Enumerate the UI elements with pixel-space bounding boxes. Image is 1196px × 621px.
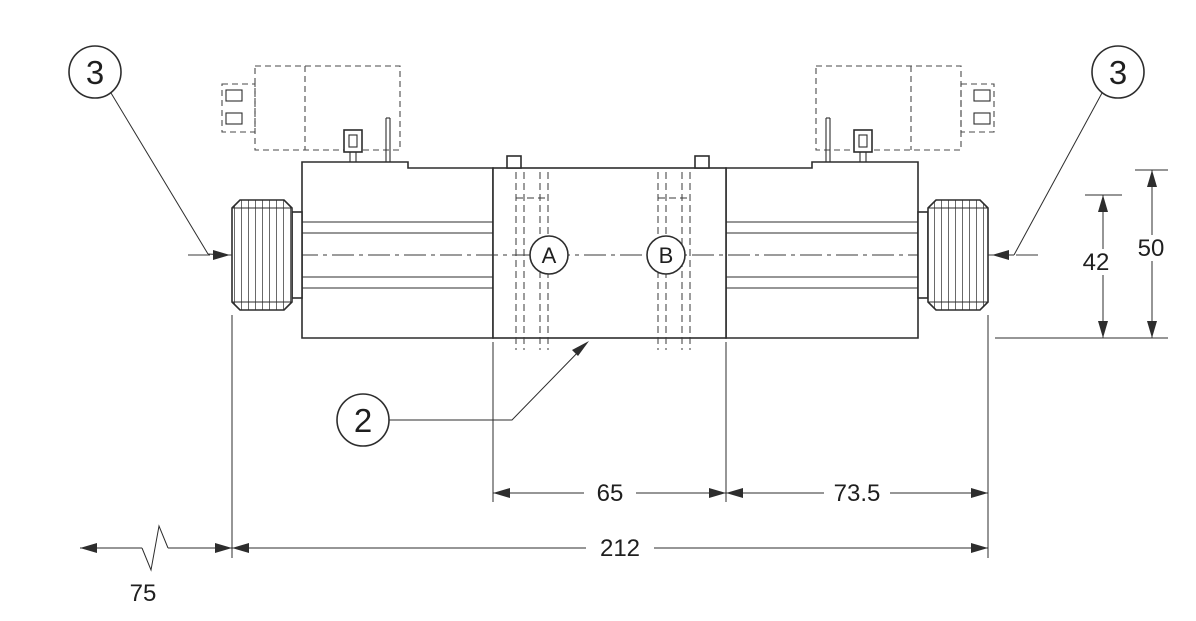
right-terminal-pins (825, 117, 873, 162)
dim-height-overall-text: 50 (1138, 235, 1165, 262)
right-connector-phantom (815, 65, 995, 151)
left-terminal-pins (343, 117, 391, 162)
balloon-3-right: 3 (992, 45, 1145, 260)
left-connector-phantom (221, 65, 401, 151)
right-manual-override-knob (917, 199, 989, 311)
dim-body-length: 65 (493, 479, 726, 507)
dim-overall-length-text: 212 (600, 535, 640, 562)
valve-center-body (492, 155, 727, 339)
dim-offset: 75 (80, 524, 232, 607)
port-b-marker: B (646, 235, 686, 275)
extension-lines (231, 169, 1168, 558)
balloon-3-right-label: 3 (1109, 54, 1127, 91)
balloon-2: 2 (336, 341, 589, 447)
left-solenoid-body (301, 161, 494, 339)
dim-solenoid-length-text: 73.5 (834, 480, 881, 507)
port-b-label: B (659, 243, 674, 268)
left-manual-override-knob (231, 199, 303, 311)
dim-height-inner-text: 42 (1083, 249, 1110, 276)
balloon-3-left-label: 3 (86, 54, 104, 91)
dim-solenoid-length: 73.5 (726, 479, 988, 507)
port-a-marker: A (529, 235, 569, 275)
balloon-2-label: 2 (354, 402, 372, 439)
port-a-label: A (542, 243, 557, 268)
balloon-3-left: 3 (68, 45, 230, 260)
dim-overall-length: 212 (232, 534, 988, 562)
right-solenoid-body (725, 161, 919, 339)
dim-body-length-text: 65 (597, 480, 624, 507)
dim-offset-text: 75 (130, 580, 157, 607)
dim-height-overall: 50 (1130, 170, 1174, 338)
dim-height-inner: 42 (1075, 195, 1119, 338)
